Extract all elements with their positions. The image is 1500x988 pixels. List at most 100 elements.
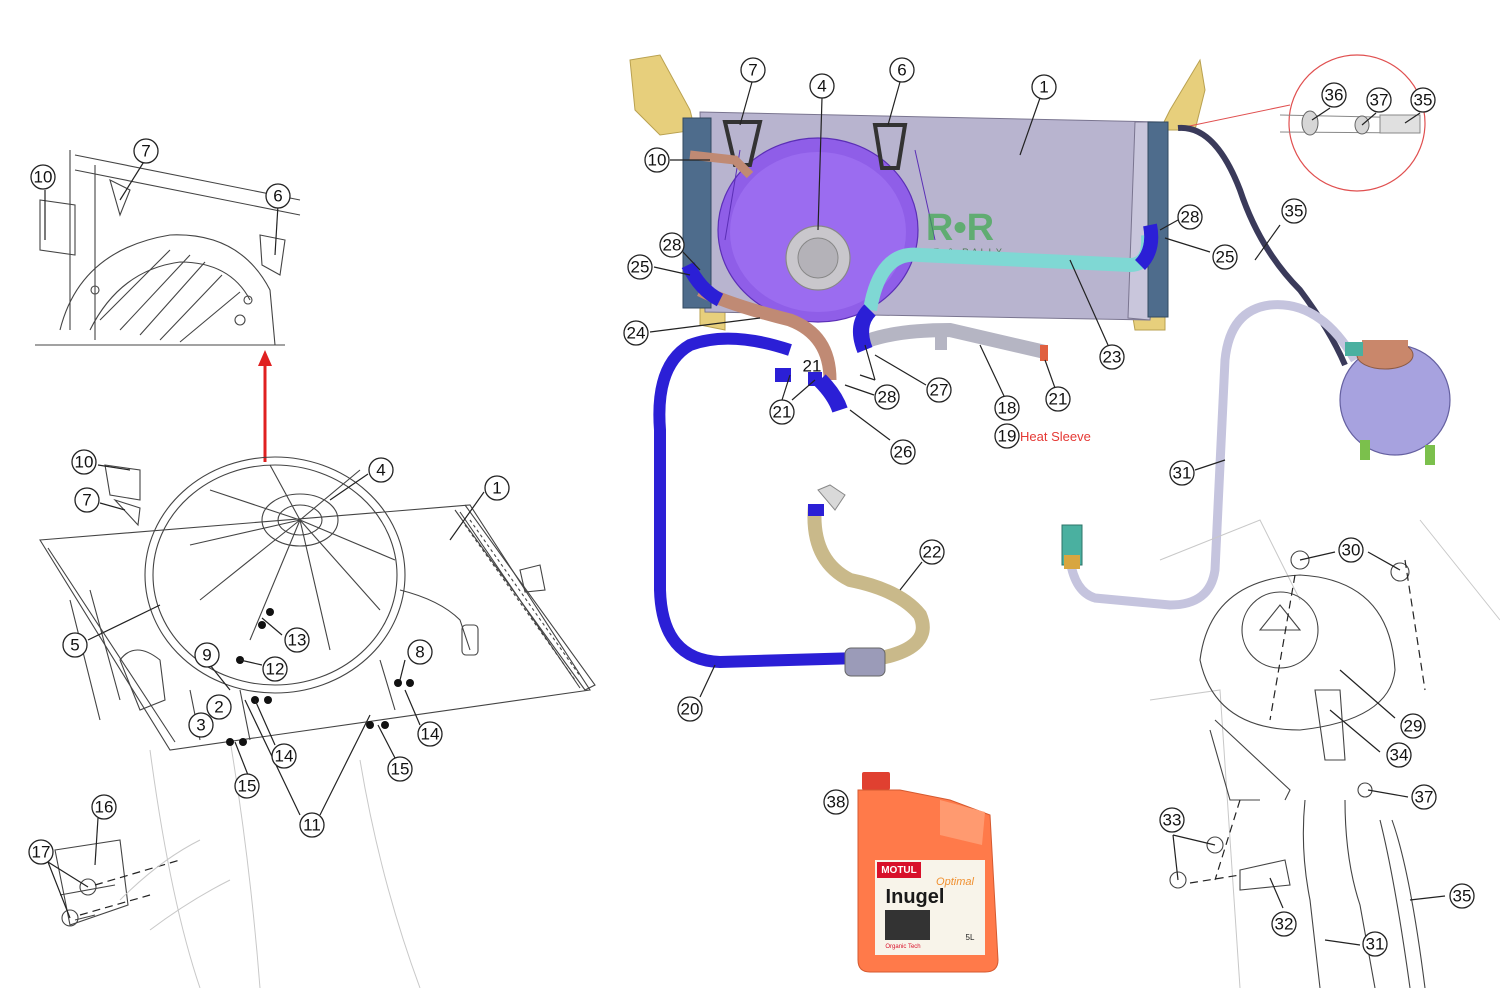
callout-center-7: 7 [740, 57, 766, 83]
svg-text:1: 1 [492, 479, 501, 498]
expansion-tank-assembly [1061, 54, 1500, 988]
svg-text:4: 4 [376, 461, 385, 480]
callout-center-19: 19 [994, 423, 1020, 449]
callout-inset-7: 7 [133, 138, 159, 164]
callout-inset-6: 6 [265, 183, 291, 209]
radiator-assembly: R•R RACE & RALLY [629, 54, 1206, 331]
svg-text:25: 25 [1216, 248, 1235, 267]
callout-center-28c: 28 [1177, 204, 1203, 230]
svg-text:3: 3 [196, 716, 205, 735]
svg-text:11: 11 [303, 816, 321, 835]
center-leader-lines [649, 81, 1211, 698]
svg-text:15: 15 [391, 760, 410, 779]
callout-left-15b: 15 [387, 756, 413, 782]
callout-center-28b: 28 [874, 384, 900, 410]
svg-text:17: 17 [32, 843, 51, 862]
callout-right-29: 29 [1400, 713, 1426, 739]
callout-right-32: 32 [1271, 911, 1297, 937]
callout-center-6: 6 [889, 57, 915, 83]
callout-center-26: 26 [890, 439, 916, 465]
callout-right-34: 34 [1386, 742, 1412, 768]
heat-sleeve-label: Heat Sleeve [1020, 429, 1091, 444]
bottle-sub: Organic Tech [885, 944, 920, 950]
bottle-product: Inugel [886, 886, 945, 908]
callout-right-35a: 35 [1410, 87, 1436, 113]
callout-center-22: 22 [919, 539, 945, 565]
svg-text:8: 8 [415, 643, 424, 662]
svg-text:14: 14 [421, 725, 440, 744]
svg-text:35: 35 [1414, 91, 1433, 110]
callout-center-21c: 21 [803, 357, 822, 376]
svg-text:15: 15 [238, 777, 257, 796]
callout-center-25a: 25 [627, 254, 653, 280]
red-arrow [258, 350, 272, 462]
bottle-variant: Optimal [936, 876, 974, 888]
callout-left-13: 13 [284, 627, 310, 653]
bracket-sketch [54, 839, 231, 931]
svg-text:32: 32 [1275, 915, 1294, 934]
svg-text:22: 22 [923, 543, 942, 562]
svg-text:28: 28 [878, 388, 897, 407]
svg-text:25: 25 [631, 258, 650, 277]
bottle-volume: 5L [966, 933, 975, 942]
callout-right-36: 36 [1321, 82, 1347, 108]
callout-center-27: 27 [926, 377, 952, 403]
svg-text:5: 5 [70, 636, 79, 655]
callout-left-12: 12 [262, 656, 288, 682]
logo-watermark: R•R [926, 207, 994, 249]
callout-center-18: 18 [994, 395, 1020, 421]
callout-left-1: 1 [484, 475, 510, 501]
svg-text:6: 6 [897, 61, 906, 80]
callout-left-2: 2 [206, 694, 232, 720]
callout-center-23: 23 [1099, 344, 1125, 370]
fan-assembly-sketch [39, 456, 596, 988]
callout-center-20: 20 [677, 696, 703, 722]
svg-text:28: 28 [1181, 208, 1200, 227]
svg-text:14: 14 [275, 747, 294, 766]
callout-center-4: 4 [809, 73, 835, 99]
coolant-bottle: MOTUL Inugel Optimal Organic Tech 5L [857, 772, 999, 973]
svg-text:23: 23 [1103, 348, 1122, 367]
callout-left-7: 7 [74, 487, 100, 513]
svg-text:18: 18 [998, 399, 1017, 418]
callout-right-37a: 37 [1366, 87, 1392, 113]
svg-text:29: 29 [1404, 717, 1423, 736]
callout-right-35b: 35 [1281, 198, 1307, 224]
bottle-brand: MOTUL [881, 865, 917, 876]
callout-center-21a: 21 [769, 399, 795, 425]
callout-right-33: 33 [1159, 807, 1185, 833]
svg-text:37: 37 [1370, 91, 1389, 110]
svg-text:28: 28 [663, 236, 682, 255]
svg-text:13: 13 [288, 631, 307, 650]
callout-center-21b: 21 [1045, 386, 1071, 412]
callout-left-15a: 15 [234, 773, 260, 799]
callout-right-35c: 35 [1449, 883, 1475, 909]
callout-left-3: 3 [188, 712, 214, 738]
inset-fan-sketch [35, 150, 301, 346]
svg-text:21: 21 [803, 357, 822, 376]
svg-text:35: 35 [1453, 887, 1472, 906]
callout-center-24: 24 [623, 320, 649, 346]
svg-text:21: 21 [773, 403, 792, 422]
callout-left-9: 9 [194, 642, 220, 668]
svg-text:7: 7 [141, 142, 150, 161]
svg-text:34: 34 [1390, 746, 1409, 765]
hoses-center [653, 150, 1159, 677]
svg-text:35: 35 [1285, 202, 1304, 221]
callout-left-10: 10 [71, 449, 97, 475]
svg-text:12: 12 [266, 660, 285, 679]
svg-text:10: 10 [648, 151, 667, 170]
svg-text:27: 27 [930, 381, 949, 400]
callout-left-14a: 14 [271, 743, 297, 769]
callout-left-8: 8 [407, 639, 433, 665]
svg-text:37: 37 [1415, 788, 1434, 807]
svg-text:16: 16 [95, 798, 114, 817]
callout-center-28a: 28 [659, 232, 685, 258]
svg-text:24: 24 [627, 324, 646, 343]
right-leader-lines [1172, 107, 1446, 946]
callout-left-17: 17 [28, 839, 54, 865]
svg-text:30: 30 [1342, 541, 1361, 560]
svg-text:26: 26 [894, 443, 913, 462]
callout-left-5: 5 [62, 632, 88, 658]
